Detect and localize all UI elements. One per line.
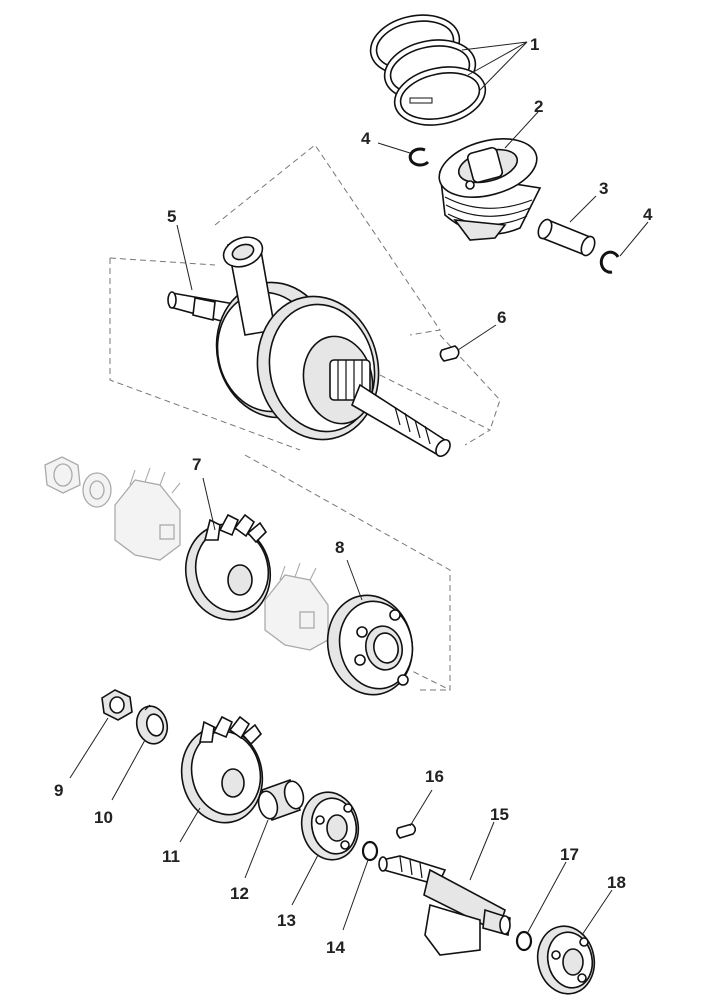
- bushing[interactable]: [256, 778, 307, 822]
- callout-13: 13: [277, 911, 296, 930]
- balancer-bearing-right[interactable]: [532, 921, 601, 999]
- callout-11: 11: [162, 847, 180, 866]
- circlip-left[interactable]: [408, 147, 430, 167]
- ghost-gear-upper: [114, 467, 181, 561]
- piston[interactable]: [433, 129, 544, 241]
- piston-pin[interactable]: [536, 217, 598, 257]
- callout-7: 7: [192, 455, 201, 474]
- ghost-nut-upper: [44, 456, 81, 494]
- assembly-guide-lines: [109, 144, 501, 691]
- piston-rings[interactable]: [365, 7, 491, 133]
- callout-2: 2: [534, 97, 543, 116]
- callout-18: 18: [607, 873, 626, 892]
- balancer-bearing-left[interactable]: [296, 787, 365, 865]
- callout-4-left: 4: [361, 129, 371, 148]
- balancer-key[interactable]: [396, 823, 417, 839]
- crankshaft-gear[interactable]: [177, 513, 279, 628]
- callout-6: 6: [497, 308, 506, 327]
- callout-10: 10: [94, 808, 113, 827]
- callout-3: 3: [599, 179, 608, 198]
- ghost-gear-middle: [264, 562, 329, 651]
- callout-15: 15: [490, 805, 509, 824]
- callout-labels: 1 2 3 4 4 5 6 7 8 9 10 11 12 13 14 15 16…: [54, 35, 653, 957]
- callout-8: 8: [335, 538, 344, 557]
- crankshaft-assembly[interactable]: [167, 232, 453, 459]
- callout-14: 14: [326, 938, 345, 957]
- callout-12: 12: [230, 884, 249, 903]
- o-ring-right[interactable]: [515, 930, 533, 952]
- main-bearing[interactable]: [319, 587, 422, 702]
- balancer-shaft[interactable]: [378, 855, 511, 956]
- nut[interactable]: [101, 689, 133, 721]
- balancer-gear[interactable]: [173, 715, 271, 830]
- callout-4-right: 4: [643, 205, 653, 224]
- circlip-right[interactable]: [599, 250, 620, 274]
- callout-16: 16: [425, 767, 444, 786]
- o-ring-left[interactable]: [361, 840, 379, 862]
- callout-9: 9: [54, 781, 63, 800]
- lock-washer[interactable]: [133, 703, 172, 747]
- crankshaft-key[interactable]: [439, 345, 460, 362]
- callout-5: 5: [167, 207, 176, 226]
- leader-lines: [69, 41, 649, 936]
- callout-1: 1: [530, 35, 539, 54]
- ghost-washer-upper: [82, 472, 112, 508]
- callout-17: 17: [560, 845, 579, 864]
